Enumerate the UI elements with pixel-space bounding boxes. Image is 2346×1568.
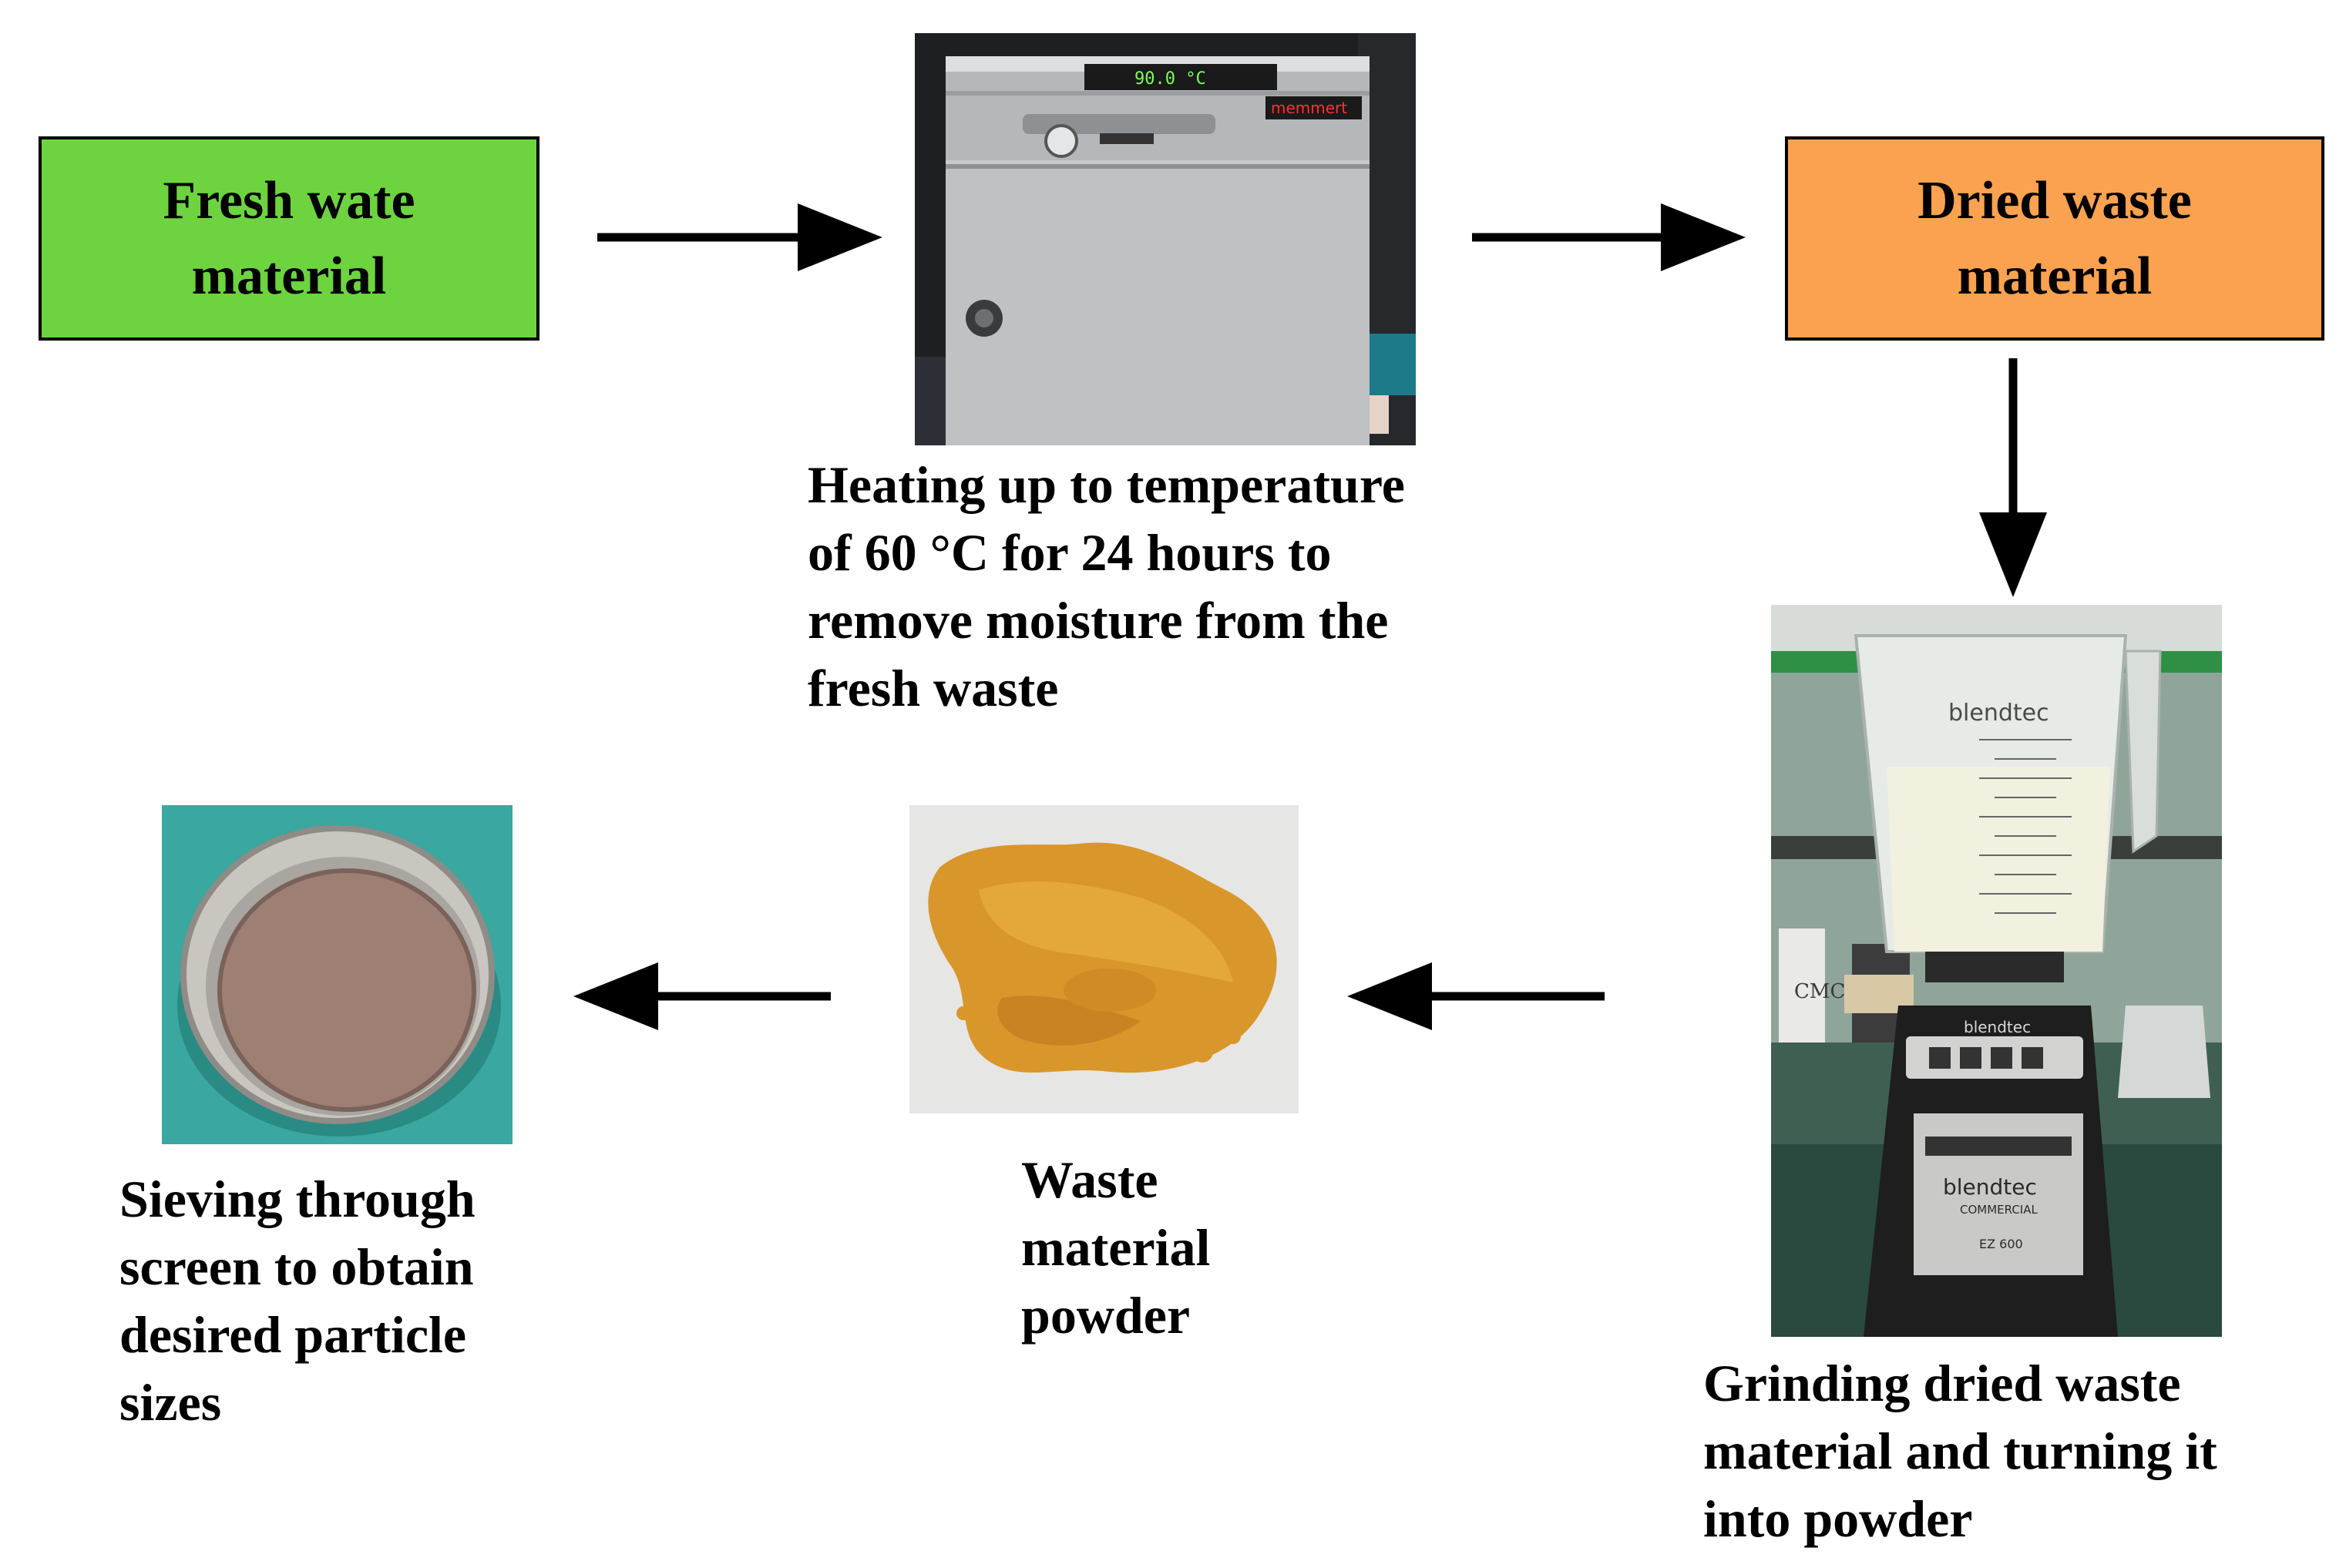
blender-photo: CMC blendtec blendtec blendtec COMMERCIA… xyxy=(1771,605,2222,1337)
oven-brand-label: memmert xyxy=(1271,99,1347,117)
fresh-waste-box: Fresh wate material xyxy=(39,136,539,341)
oven-display-readout: 90.0 °C xyxy=(1134,69,1206,89)
heating-caption: Heating up to temperature of 60 °C for 2… xyxy=(808,455,1405,717)
sieving-caption: Sieving through screen to obtain desired… xyxy=(119,1170,476,1432)
blender-model: EZ 600 xyxy=(1979,1237,2023,1251)
dried-waste-label: Dried waste material xyxy=(1917,170,2192,306)
oven-photo: 90.0 °C memmert xyxy=(915,33,1416,445)
powder-caption: Waste material powder xyxy=(1021,1150,1211,1345)
blender-panel-sub: COMMERCIAL xyxy=(1960,1203,2038,1217)
oven-display xyxy=(1084,64,1277,90)
sieve-photo xyxy=(162,805,513,1144)
oven-knob xyxy=(1044,124,1078,158)
powder-photo xyxy=(909,805,1299,1113)
sieve-mesh xyxy=(220,871,474,1110)
fresh-waste-label: Fresh wate material xyxy=(163,170,415,306)
dried-waste-box: Dried waste material xyxy=(1785,136,2324,341)
cmc-label: CMC xyxy=(1794,980,1845,1003)
blender-base-brand: blendtec xyxy=(1964,1018,2031,1036)
blender-panel-brand: blendtec xyxy=(1943,1174,2037,1200)
grinding-caption: Grinding dried waste material and turnin… xyxy=(1703,1354,2217,1548)
blender-jar-brand: blendtec xyxy=(1948,700,2049,727)
